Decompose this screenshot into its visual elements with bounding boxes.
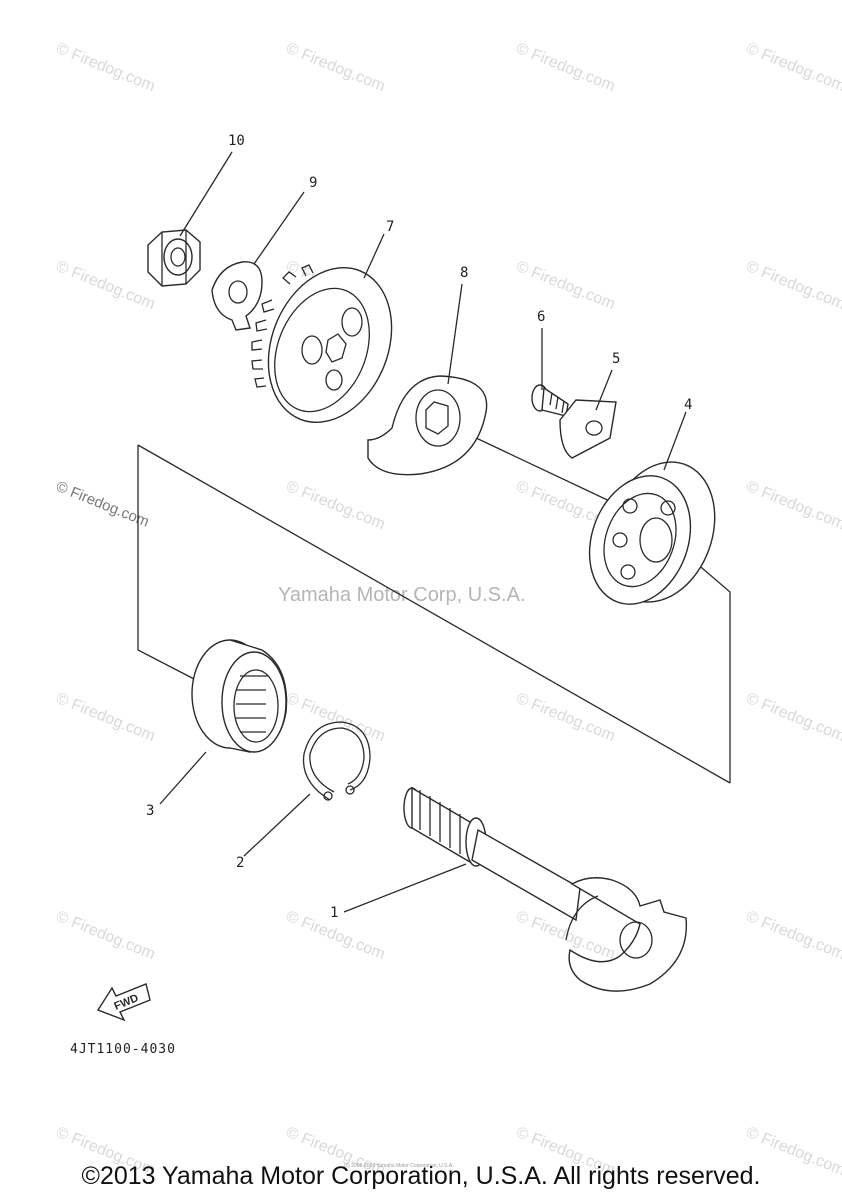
assembly-lines [137,419,731,784]
part-1-kick-axle [403,786,688,992]
part-8-stopper-guide [367,375,488,476]
callout-3: 3 [146,803,155,819]
fwd-arrow-icon: FWD [96,983,151,1022]
part-10-nut [147,229,201,287]
part-2-circlip [302,721,371,801]
tiny-credit: (c) 2005-2015 Yamaha Motor Corporation, … [344,1163,454,1169]
leader-lines [159,151,687,913]
part-code: 4JT1100-4030 [70,1042,176,1057]
part-4-bearing [588,461,716,605]
part-6-screw [531,384,569,417]
part-9-lock-washer [211,261,263,331]
callout-6: 6 [537,309,546,325]
part-3-roller-bearing [191,639,288,753]
callout-2: 2 [236,855,245,871]
callout-4: 4 [684,397,693,413]
callout-7: 7 [386,219,395,235]
callout-9: 9 [309,175,318,191]
callout-8: 8 [460,265,469,281]
callout-1: 1 [330,905,339,921]
part-7-gear [251,264,393,423]
copyright-footer: ©2013 Yamaha Motor Corporation, U.S.A. A… [81,1162,761,1190]
callout-10: 10 [228,133,245,149]
part-5-plate [559,399,617,459]
callout-5: 5 [612,351,621,367]
